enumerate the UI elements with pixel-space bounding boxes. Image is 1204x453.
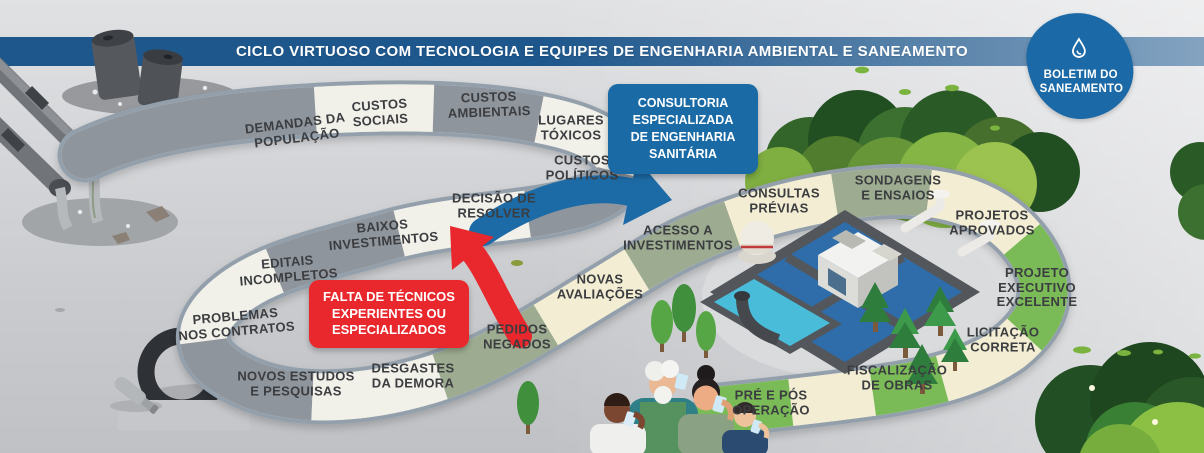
cycle-segment: [74, 84, 1068, 434]
person-woman: [678, 365, 734, 453]
badge-line2: SANEAMENTO: [1039, 82, 1124, 95]
red-arrow: [450, 226, 532, 348]
barrels-illustration: [62, 29, 238, 115]
people-drinking-water: [590, 360, 770, 453]
boletim-badge: BOLETIM DO SANEAMENTO: [1023, 9, 1137, 123]
person-child-1: [590, 393, 646, 453]
cycle-segment: [74, 84, 1068, 434]
bush-right-edge: [1170, 142, 1204, 240]
pine-trees: [859, 282, 969, 394]
plant-building: [818, 230, 902, 308]
person-child-2: [722, 402, 770, 453]
storage-dome: [738, 221, 776, 264]
cycle-segment: [74, 84, 1068, 434]
lack-of-technicians-callout: FALTA DE TÉCNICOS EXPERIENTES OU ESPECIA…: [309, 280, 469, 348]
cycle-ribbon: [57, 80, 1072, 438]
poplar-trees: [517, 284, 716, 434]
ground-debris: [55, 308, 65, 312]
blue-arrow: [469, 159, 672, 246]
bushes-bottom-right: [1035, 342, 1204, 453]
bottle-illustration: [109, 376, 162, 414]
banner-title: CICLO VIRTUOSO COM TECNOLOGIA E EQUIPES …: [235, 43, 969, 60]
consultancy-callout: CONSULTORIA ESPECIALIZADA DE ENGENHARIA …: [608, 84, 758, 174]
water-drop-icon: [1067, 36, 1091, 65]
water-treatment-plant: [700, 189, 1000, 374]
badge-line1: BOLETIM DO: [1043, 68, 1118, 81]
